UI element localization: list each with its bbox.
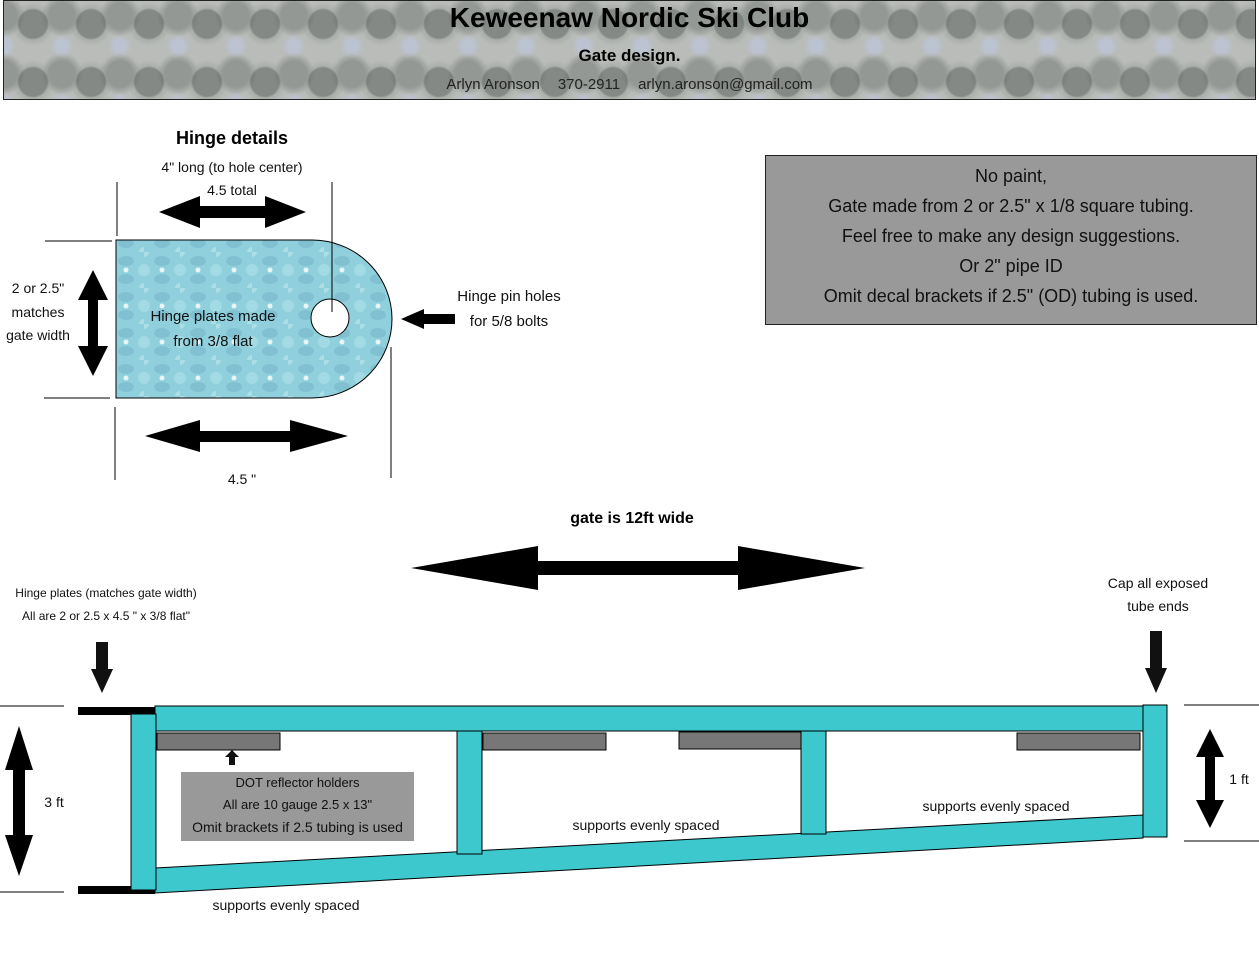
notes-box: No paint, Gate made from 2 or 2.5" x 1/8… bbox=[765, 155, 1257, 325]
hinge-total-label: 4.5 total bbox=[207, 182, 257, 198]
contact-line: Arlyn Aronson 370-2911 arlyn.aronson@gmail… bbox=[4, 76, 1255, 93]
length-arrow-icon bbox=[159, 196, 306, 228]
hinge-plates-pointer-arrow-icon bbox=[91, 642, 113, 693]
support-post bbox=[800, 730, 827, 835]
left-post bbox=[130, 713, 157, 891]
hinge-plate-label-2: from 3/8 flat bbox=[173, 333, 253, 350]
supports-label: supports evenly spaced bbox=[572, 817, 720, 833]
note-line: Feel free to make any design suggestions… bbox=[841, 226, 1181, 246]
hinge-bottom-dimension: 4.5 " bbox=[227, 471, 257, 487]
note-line: Or 2" pipe ID bbox=[959, 256, 1063, 276]
top-rail bbox=[154, 705, 1144, 732]
height-3ft-arrow-icon bbox=[5, 726, 33, 876]
contact-email[interactable]: arlyn.aronson@gmail.com bbox=[638, 76, 813, 93]
reflector-bracket bbox=[156, 732, 281, 751]
note-line: No paint, bbox=[974, 166, 1048, 186]
hinge-width-label-3: gate width bbox=[6, 327, 70, 343]
hinge-heading: Hinge details bbox=[175, 128, 289, 148]
hinge-plate-label-1: Hinge plates made bbox=[150, 308, 276, 325]
reflector-bracket bbox=[482, 732, 607, 751]
hinge-plate-top bbox=[78, 707, 155, 715]
reflector-bracket bbox=[1016, 732, 1141, 751]
hinge-pin-hole bbox=[310, 298, 350, 338]
pin-hole-label-1: Hinge pin holes bbox=[457, 288, 561, 305]
supports-label: supports evenly spaced bbox=[922, 798, 1070, 814]
pin-hole-pointer-arrow-icon bbox=[401, 309, 455, 329]
height-3ft-label: 3 ft bbox=[44, 794, 64, 810]
contact-name: Arlyn Aronson bbox=[446, 76, 540, 93]
width-arrow-icon bbox=[78, 270, 108, 376]
page-subtitle: Gate design. bbox=[578, 46, 681, 65]
hinge-plate bbox=[115, 239, 393, 399]
cap-pointer-arrow-icon bbox=[1145, 631, 1167, 693]
note-line: Omit decal brackets if 2.5" (OD) tubing … bbox=[823, 286, 1199, 306]
hinge-detail bbox=[44, 182, 455, 480]
gate-frame bbox=[78, 704, 1168, 894]
reflector-holder-note: DOT reflector holders All are 10 gauge 2… bbox=[181, 772, 414, 841]
reflector-note-line: DOT reflector holders bbox=[235, 775, 360, 790]
cap-note-1: Cap all exposed bbox=[1107, 575, 1209, 591]
height-1ft-arrow-icon bbox=[1196, 729, 1224, 828]
height-1ft-label: 1 ft bbox=[1229, 771, 1249, 787]
hinge-plates-note-1: Hinge plates (matches gate width) bbox=[15, 586, 197, 600]
support-post bbox=[456, 730, 483, 855]
hinge-length-label: 4" long (to hole center) bbox=[161, 159, 303, 175]
supports-label: supports evenly spaced bbox=[212, 897, 360, 913]
note-line: Gate made from 2 or 2.5" x 1/8 square tu… bbox=[828, 196, 1194, 216]
page-title: Keweenaw Nordic Ski Club bbox=[449, 2, 810, 33]
reflector-note-line: Omit brackets if 2.5 tubing is used bbox=[192, 819, 403, 835]
cap-note-2: tube ends bbox=[1127, 598, 1189, 614]
pin-hole-label-2: for 5/8 bolts bbox=[469, 313, 549, 330]
hinge-plates-note-2: All are 2 or 2.5 x 4.5 " x 3/8 flat" bbox=[22, 609, 190, 623]
right-post bbox=[1142, 704, 1168, 838]
total-length-arrow-icon bbox=[145, 420, 348, 452]
header-banner: Keweenaw Nordic Ski Club Gate design. Ar… bbox=[3, 0, 1256, 100]
reflector-bracket bbox=[678, 731, 802, 750]
hinge-width-label-1: 2 or 2.5" bbox=[11, 280, 65, 296]
gate-width-arrow-icon bbox=[411, 546, 865, 590]
reflector-note-line: All are 10 gauge 2.5 x 13" bbox=[222, 797, 373, 812]
contact-phone: 370-2911 bbox=[557, 76, 621, 93]
gate-width-label: gate is 12ft wide bbox=[570, 510, 694, 527]
bracket-pointer-arrow-icon bbox=[225, 750, 239, 765]
hinge-plate-bottom bbox=[78, 886, 155, 894]
hinge-width-label-2: matches bbox=[11, 304, 65, 320]
